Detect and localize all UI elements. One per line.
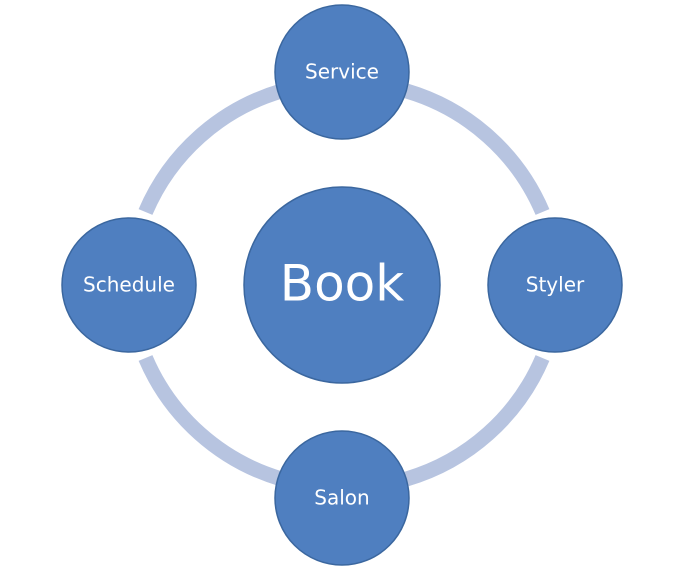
arc-salon-schedule <box>138 355 284 487</box>
connector-ring <box>138 83 550 487</box>
arc-styler-salon <box>404 355 550 487</box>
arc-schedule-service <box>138 83 284 215</box>
center-node: Book <box>243 186 441 384</box>
node-salon: Salon <box>274 430 410 566</box>
center-node-label: Book <box>280 255 404 313</box>
node-service-label: Service <box>305 60 379 84</box>
node-styler: Styler <box>487 217 623 353</box>
node-styler-label: Styler <box>526 273 585 297</box>
node-service: Service <box>274 4 410 140</box>
node-schedule-label: Schedule <box>83 273 175 297</box>
node-schedule: Schedule <box>61 217 197 353</box>
arc-service-styler <box>404 83 550 215</box>
node-salon-label: Salon <box>314 486 369 510</box>
